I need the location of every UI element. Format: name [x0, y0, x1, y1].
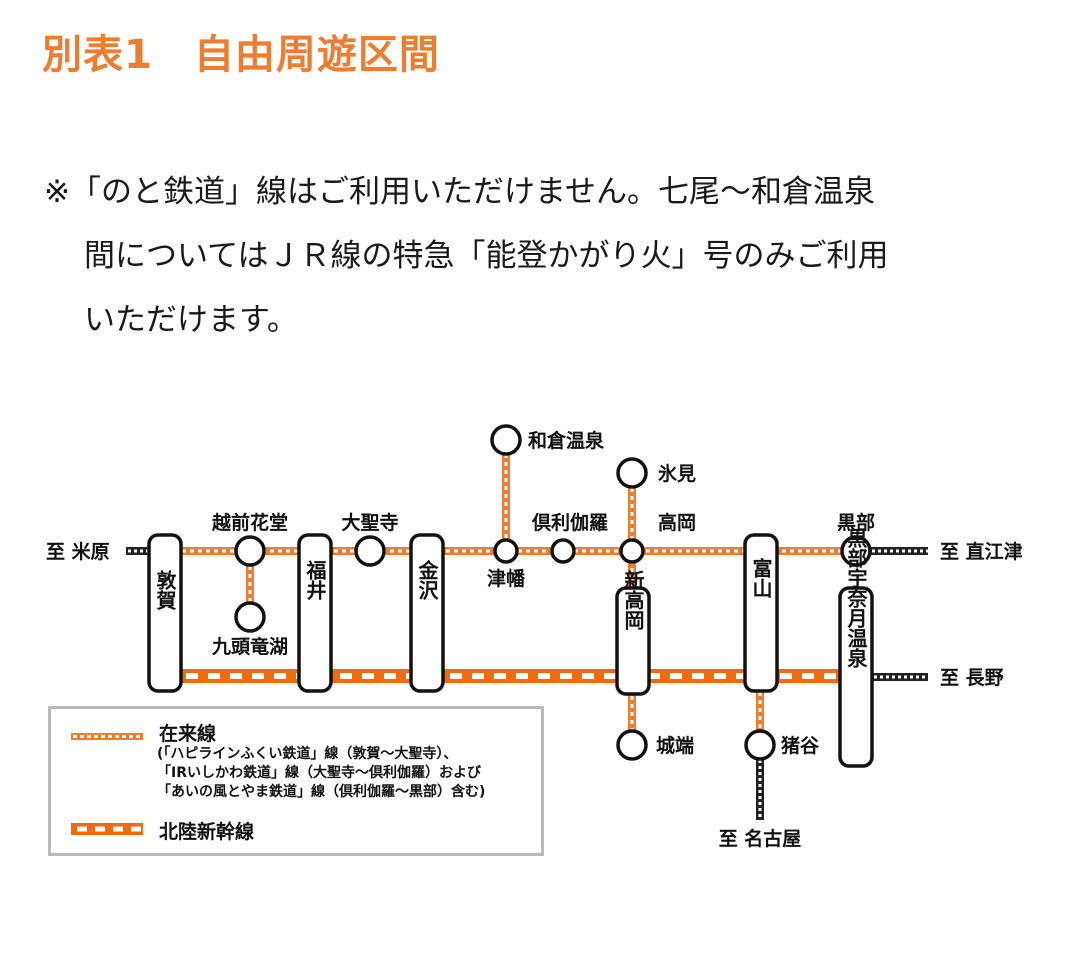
direction-nagano: 至 長野 — [940, 667, 1004, 689]
station-himi[interactable] — [616, 457, 648, 489]
label-kurikara: 倶利伽羅 — [531, 511, 608, 534]
legend-conventional-title: 在来線 — [159, 723, 217, 745]
page-title: 別表1 自由周遊区間 — [42, 32, 440, 78]
legend-swatches — [71, 733, 143, 835]
label-toyama: 富山 — [749, 557, 773, 598]
label-tsuruga: 敦賀 — [153, 569, 177, 611]
station-tsubata[interactable] — [493, 538, 519, 564]
legend-conventional-swatch — [71, 733, 143, 740]
station-daishoji[interactable] — [354, 535, 386, 567]
label-daishoji: 大聖寺 — [341, 511, 398, 534]
direction-naoetsu: 至 直江津 — [940, 540, 1023, 563]
legend-conventional-note-3: 「あいの風とやま鉄道」線（倶利伽羅～黒部）含む) — [157, 784, 486, 800]
label-tsubata: 津幡 — [487, 567, 526, 590]
station-tsuruga[interactable] — [147, 533, 183, 693]
direction-nagoya: 至 名古屋 — [719, 827, 802, 850]
station-toyama[interactable] — [743, 533, 779, 693]
legend: 在来線 (「ハピラインふくい鉄道」線（敦賀～大聖寺）、 「IRいしかわ鉄道」線（… — [48, 706, 544, 856]
station-kurikara[interactable] — [550, 538, 576, 564]
station-takaoka[interactable] — [619, 538, 645, 564]
label-wakura-onsen: 和倉温泉 — [528, 429, 605, 452]
station-kurobe[interactable] — [840, 535, 872, 567]
station-echizen-hanando[interactable] — [234, 535, 266, 567]
station-shin-takaoka[interactable] — [615, 586, 651, 696]
legend-shinkansen-title: 北陸新幹線 — [159, 821, 255, 843]
label-kurobe: 黒部 — [837, 511, 875, 534]
usage-note: ※「のと鉄道」線はご利用いただけません。七尾～和倉温泉 間についてはＪＲ線の特急… — [44, 160, 1044, 352]
note-line-3: いただけます。 — [84, 302, 298, 338]
label-himi: 氷見 — [658, 463, 696, 485]
label-kuzuryuko: 九頭竜湖 — [211, 635, 288, 658]
label-fukui: 福井 — [303, 560, 327, 601]
direction-maibara: 至 米原 — [46, 540, 110, 563]
label-shin-takaoka: 新高岡 — [621, 569, 645, 630]
legend-conventional-note-1: (「ハピラインふくい鉄道」線（敦賀～大聖寺）、 — [157, 746, 458, 762]
label-kurobe-unazuki: 黒部宇奈月温泉 — [844, 528, 868, 668]
station-kuzuryuko[interactable] — [234, 601, 266, 633]
station-fukui[interactable] — [297, 533, 333, 693]
legend-shinkansen-swatch — [71, 823, 143, 835]
station-kanazawa[interactable] — [409, 533, 445, 693]
note-line-1: ※「のと鉄道」線はご利用いただけません。七尾～和倉温泉 — [44, 174, 876, 210]
station-kurobe-unazuki[interactable] — [838, 586, 874, 768]
label-kanazawa: 金沢 — [415, 559, 439, 601]
outside-lines — [126, 547, 928, 820]
label-echizen-hanando: 越前花堂 — [211, 511, 288, 534]
label-inotani: 猪谷 — [780, 735, 820, 757]
label-johana: 城端 — [656, 734, 694, 757]
station-wakura-onsen[interactable] — [490, 424, 522, 456]
label-takaoka: 高岡 — [658, 511, 696, 534]
legend-conventional-note-2: 「IRいしかわ鉄道」線（大聖寺～倶利伽羅）および — [157, 765, 481, 781]
shinkansen-line — [180, 669, 840, 683]
station-johana[interactable] — [616, 729, 648, 761]
note-line-2: 間についてはＪＲ線の特急「能登かがり火」号のみご利用 — [84, 238, 889, 274]
station-inotani[interactable] — [744, 729, 776, 761]
